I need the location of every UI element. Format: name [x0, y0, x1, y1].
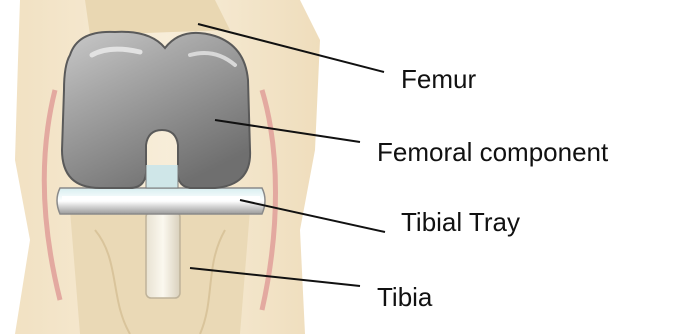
tibial-tray-label: Tibial Tray: [401, 209, 520, 235]
tibial-tray: [57, 188, 265, 214]
femur-label: Femur: [401, 66, 476, 92]
tibial-stem: [146, 212, 180, 298]
femoral-component-label: Femoral component: [377, 139, 608, 165]
tibia-label: Tibia: [377, 284, 432, 310]
femur-bone: [85, 0, 230, 35]
